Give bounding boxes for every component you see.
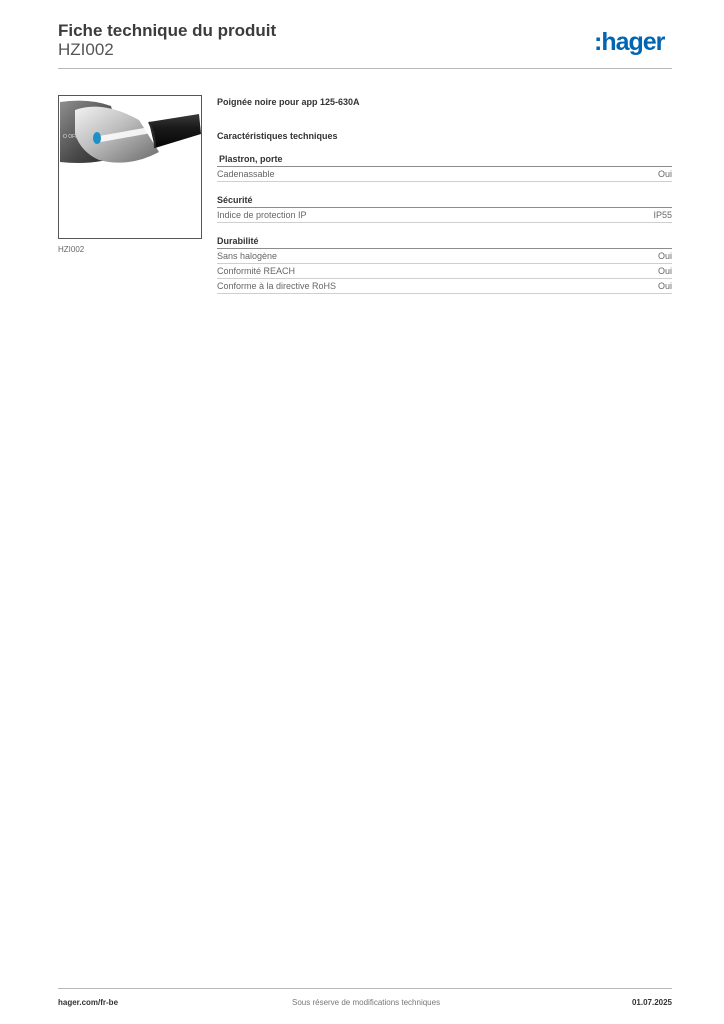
footer-notice: Sous réserve de modifications techniques: [292, 998, 441, 1007]
spec-row: Cadenassable Oui: [217, 167, 672, 182]
spec-label: Conformité REACH: [217, 266, 296, 276]
spec-value: Oui: [657, 169, 672, 179]
footer-divider: [58, 988, 672, 989]
handle-label: O OFF: [63, 134, 78, 140]
product-description: Poignée noire pour app 125-630A: [217, 97, 360, 107]
specs-title: Caractéristiques techniques: [217, 131, 338, 141]
spec-group-title: Sécurité: [217, 194, 672, 208]
spec-group-durabilite: Durabilité Sans halogène Oui Conformité …: [217, 235, 672, 294]
spec-row: Conforme à la directive RoHS Oui: [217, 279, 672, 294]
spec-group-securite: Sécurité Indice de protection IP IP55: [217, 194, 672, 223]
spec-label: Cadenassable: [217, 169, 275, 179]
spec-label: Sans halogène: [217, 251, 278, 261]
spec-group-title: Durabilité: [217, 235, 672, 249]
hager-logo: :hager: [594, 28, 667, 56]
footer-website-link[interactable]: hager.com/fr-be: [58, 998, 119, 1007]
spec-group-plastron: Plastron, porte Cadenassable Oui: [217, 153, 672, 182]
header-divider: [58, 68, 672, 69]
spec-label: Indice de protection IP: [217, 210, 307, 220]
product-image: O OFF: [58, 95, 202, 239]
spec-group-title: Plastron, porte: [217, 153, 672, 167]
footer-date: 01.07.2025: [631, 998, 672, 1007]
rotary-handle-icon: O OFF: [60, 100, 201, 163]
spec-value: Oui: [657, 281, 672, 291]
product-reference: HZI002: [58, 40, 114, 59]
spec-row: Sans halogène Oui: [217, 249, 672, 264]
spec-label: Conforme à la directive RoHS: [217, 281, 337, 291]
page-title: Fiche technique du produit: [58, 21, 277, 40]
spec-value: Oui: [657, 251, 672, 261]
spec-row: Conformité REACH Oui: [217, 264, 672, 279]
spec-value: Oui: [657, 266, 672, 276]
spec-value: IP55: [653, 210, 672, 220]
spec-row: Indice de protection IP IP55: [217, 208, 672, 223]
spec-content: Poignée noire pour app 125-630A Caractér…: [217, 96, 672, 294]
image-caption: HZI002: [58, 245, 85, 254]
logo-text: :hager: [594, 28, 666, 56]
